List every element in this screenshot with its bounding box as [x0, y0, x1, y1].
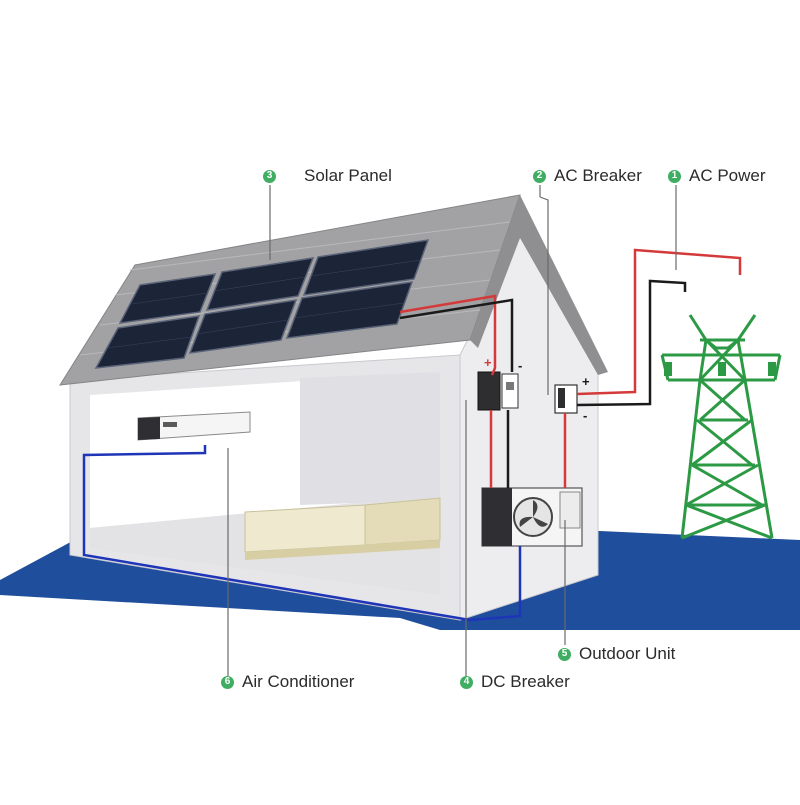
transmission-tower — [660, 314, 782, 540]
wire-grid-negative — [576, 279, 687, 407]
interior-side-wall — [300, 372, 440, 505]
wire-panel-negative — [399, 298, 514, 372]
callout-outdoor-unit: 5 Outdoor Unit — [558, 644, 675, 664]
callout-ac-power: 1 AC Power — [668, 166, 766, 186]
callout-text: DC Breaker — [481, 672, 570, 691]
wiring — [399, 248, 742, 488]
callout-badge: 5 — [558, 647, 571, 661]
callout-ac-breaker: 2 AC Breaker — [533, 166, 642, 186]
callout-text: AC Breaker — [554, 166, 642, 185]
callout-text: Solar Panel — [304, 166, 392, 185]
indoor-ac-unit — [137, 411, 251, 441]
callout-badge: 2 — [533, 169, 546, 183]
solar-panel-6 — [285, 281, 414, 339]
wire-panel-positive — [399, 294, 497, 376]
callout-air-conditioner: 6 Air Conditioner — [221, 672, 354, 692]
ac-line — [82, 445, 522, 622]
polarity-minus-breaker: - — [583, 408, 587, 423]
callout-text: Outdoor Unit — [579, 644, 676, 663]
solar-panel-3 — [302, 239, 430, 296]
polarity-plus-breaker: + — [582, 374, 590, 389]
solar-panel-1 — [118, 273, 217, 324]
callout-badge: 4 — [460, 675, 473, 689]
callout-dc-breaker: 4 DC Breaker — [460, 672, 570, 692]
outdoor-unit — [481, 487, 583, 547]
callout-badge: 1 — [668, 169, 681, 183]
solar-panel-4 — [94, 315, 201, 369]
panel-cell-grid — [106, 259, 422, 349]
roof-gable-edge — [470, 195, 608, 375]
polarity-plus-controller: + — [484, 355, 492, 370]
polarity-minus-controller: - — [518, 358, 522, 373]
callout-leaders — [227, 185, 677, 676]
ac-breaker-box — [554, 384, 578, 414]
solar-panel-5 — [188, 299, 298, 354]
wire-grid-positive — [576, 248, 742, 396]
callout-text: AC Power — [689, 166, 766, 185]
callout-solar-panel: 3 Solar Panel — [263, 166, 392, 186]
sofa — [244, 497, 441, 560]
callout-text: Air Conditioner — [242, 672, 355, 691]
callout-badge: 6 — [221, 675, 234, 689]
callout-badge: 3 — [263, 169, 276, 183]
tower-insulators — [664, 362, 776, 376]
polarity-marks: + - + - — [484, 355, 590, 423]
dc-breaker-box — [477, 371, 519, 411]
